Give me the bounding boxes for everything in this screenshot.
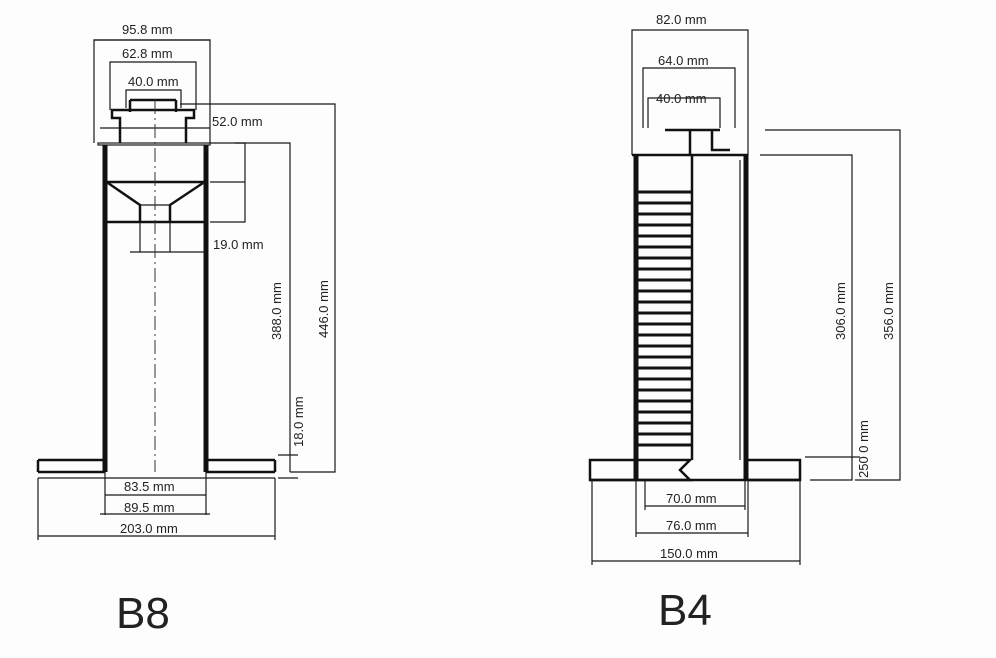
b4-dim-body-height: 306.0 mm	[833, 282, 848, 340]
b8-dim-body-height: 388.0 mm	[269, 282, 284, 340]
b8-drawing: 95.8 mm 62.8 mm 40.0 mm 52.0 mm 19.0 mm …	[36, 22, 336, 638]
b8-dim-funnel: 19.0 mm	[213, 237, 264, 252]
b8-dim-outer-dia: 89.5 mm	[124, 500, 175, 515]
b8-dim-flange-dia: 203.0 mm	[120, 521, 178, 536]
b4-dim-top-inner: 40.0 mm	[656, 91, 707, 106]
b8-dim-neck: 52.0 mm	[212, 114, 263, 129]
b4-dim-inner-dia: 70.0 mm	[666, 491, 717, 506]
b8-dim-top-mid: 62.8 mm	[122, 46, 173, 61]
b4-title: B4	[658, 586, 712, 635]
b4-ribs	[638, 190, 692, 447]
b4-dim-flange-height: 250 0 mm	[856, 420, 871, 478]
b4-drawing: 82.0 mm 64.0 mm 40.0 mm 306.0 mm 356.0 m…	[588, 12, 901, 635]
b8-dim-flange-height: 18.0 mm	[291, 396, 306, 447]
b8-title: B8	[116, 589, 170, 638]
b4-dim-top-mid: 64.0 mm	[658, 53, 709, 68]
b8-dim-total-height: 446.0 mm	[316, 280, 331, 338]
b4-dim-outer-dia: 76.0 mm	[666, 518, 717, 533]
b8-dim-inner-dia: 83.5 mm	[124, 479, 175, 494]
b4-dim-flange-dia: 150.0 mm	[660, 546, 718, 561]
b4-dim-top-outer: 82.0 mm	[656, 12, 707, 27]
b4-dim-total-height: 356.0 mm	[881, 282, 896, 340]
b8-dim-top-outer: 95.8 mm	[122, 22, 173, 37]
b8-dim-top-inner: 40.0 mm	[128, 74, 179, 89]
